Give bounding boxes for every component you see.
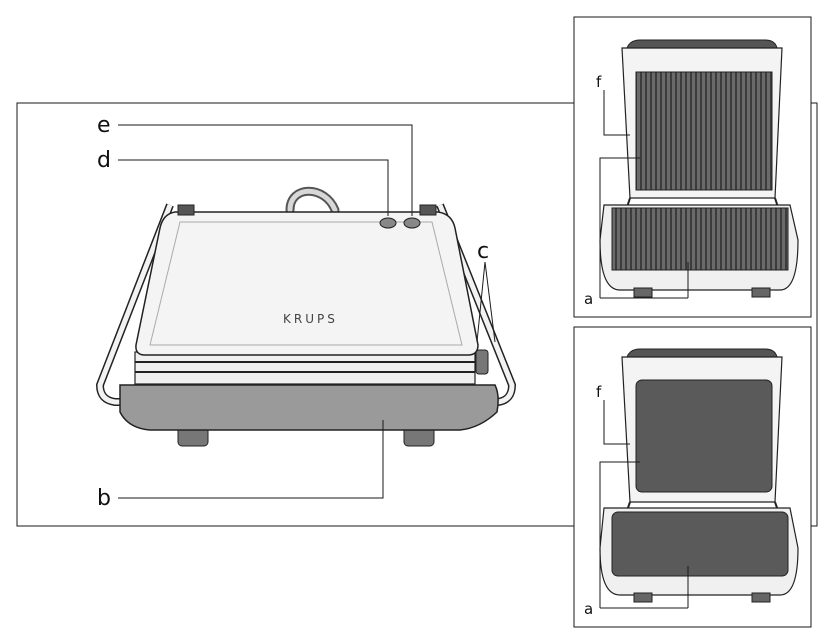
base-bumper	[119, 384, 499, 431]
top-lid	[135, 211, 479, 356]
main-frame	[16, 102, 818, 527]
grill-closed-illustration: KRUPS	[96, 186, 516, 447]
label-a-top: a	[584, 290, 593, 308]
open-grill-ribbed	[599, 39, 799, 298]
leader-lines-main	[118, 124, 496, 499]
label-f-bottom: f	[596, 383, 602, 401]
label-f-top: f	[596, 73, 602, 91]
lower-body	[134, 351, 476, 385]
open-grill-flat	[599, 348, 799, 603]
lower-flat-plate	[611, 511, 789, 577]
lower-ribbed-plate	[611, 207, 789, 271]
label-e: e	[97, 113, 111, 138]
label-c: c	[477, 239, 489, 264]
label-d: d	[97, 148, 111, 173]
upper-ribbed-plate	[635, 71, 773, 191]
leader-lines-top	[599, 90, 689, 299]
label-a-bottom: a	[584, 600, 593, 618]
label-b: b	[97, 486, 111, 511]
indicator-light-e	[403, 217, 421, 229]
upper-flat-plate	[635, 379, 773, 493]
brand-logo: KRUPS	[283, 312, 338, 326]
locking-clip	[475, 349, 489, 375]
indicator-light-d	[379, 217, 397, 229]
leader-lines-bottom	[599, 400, 689, 609]
